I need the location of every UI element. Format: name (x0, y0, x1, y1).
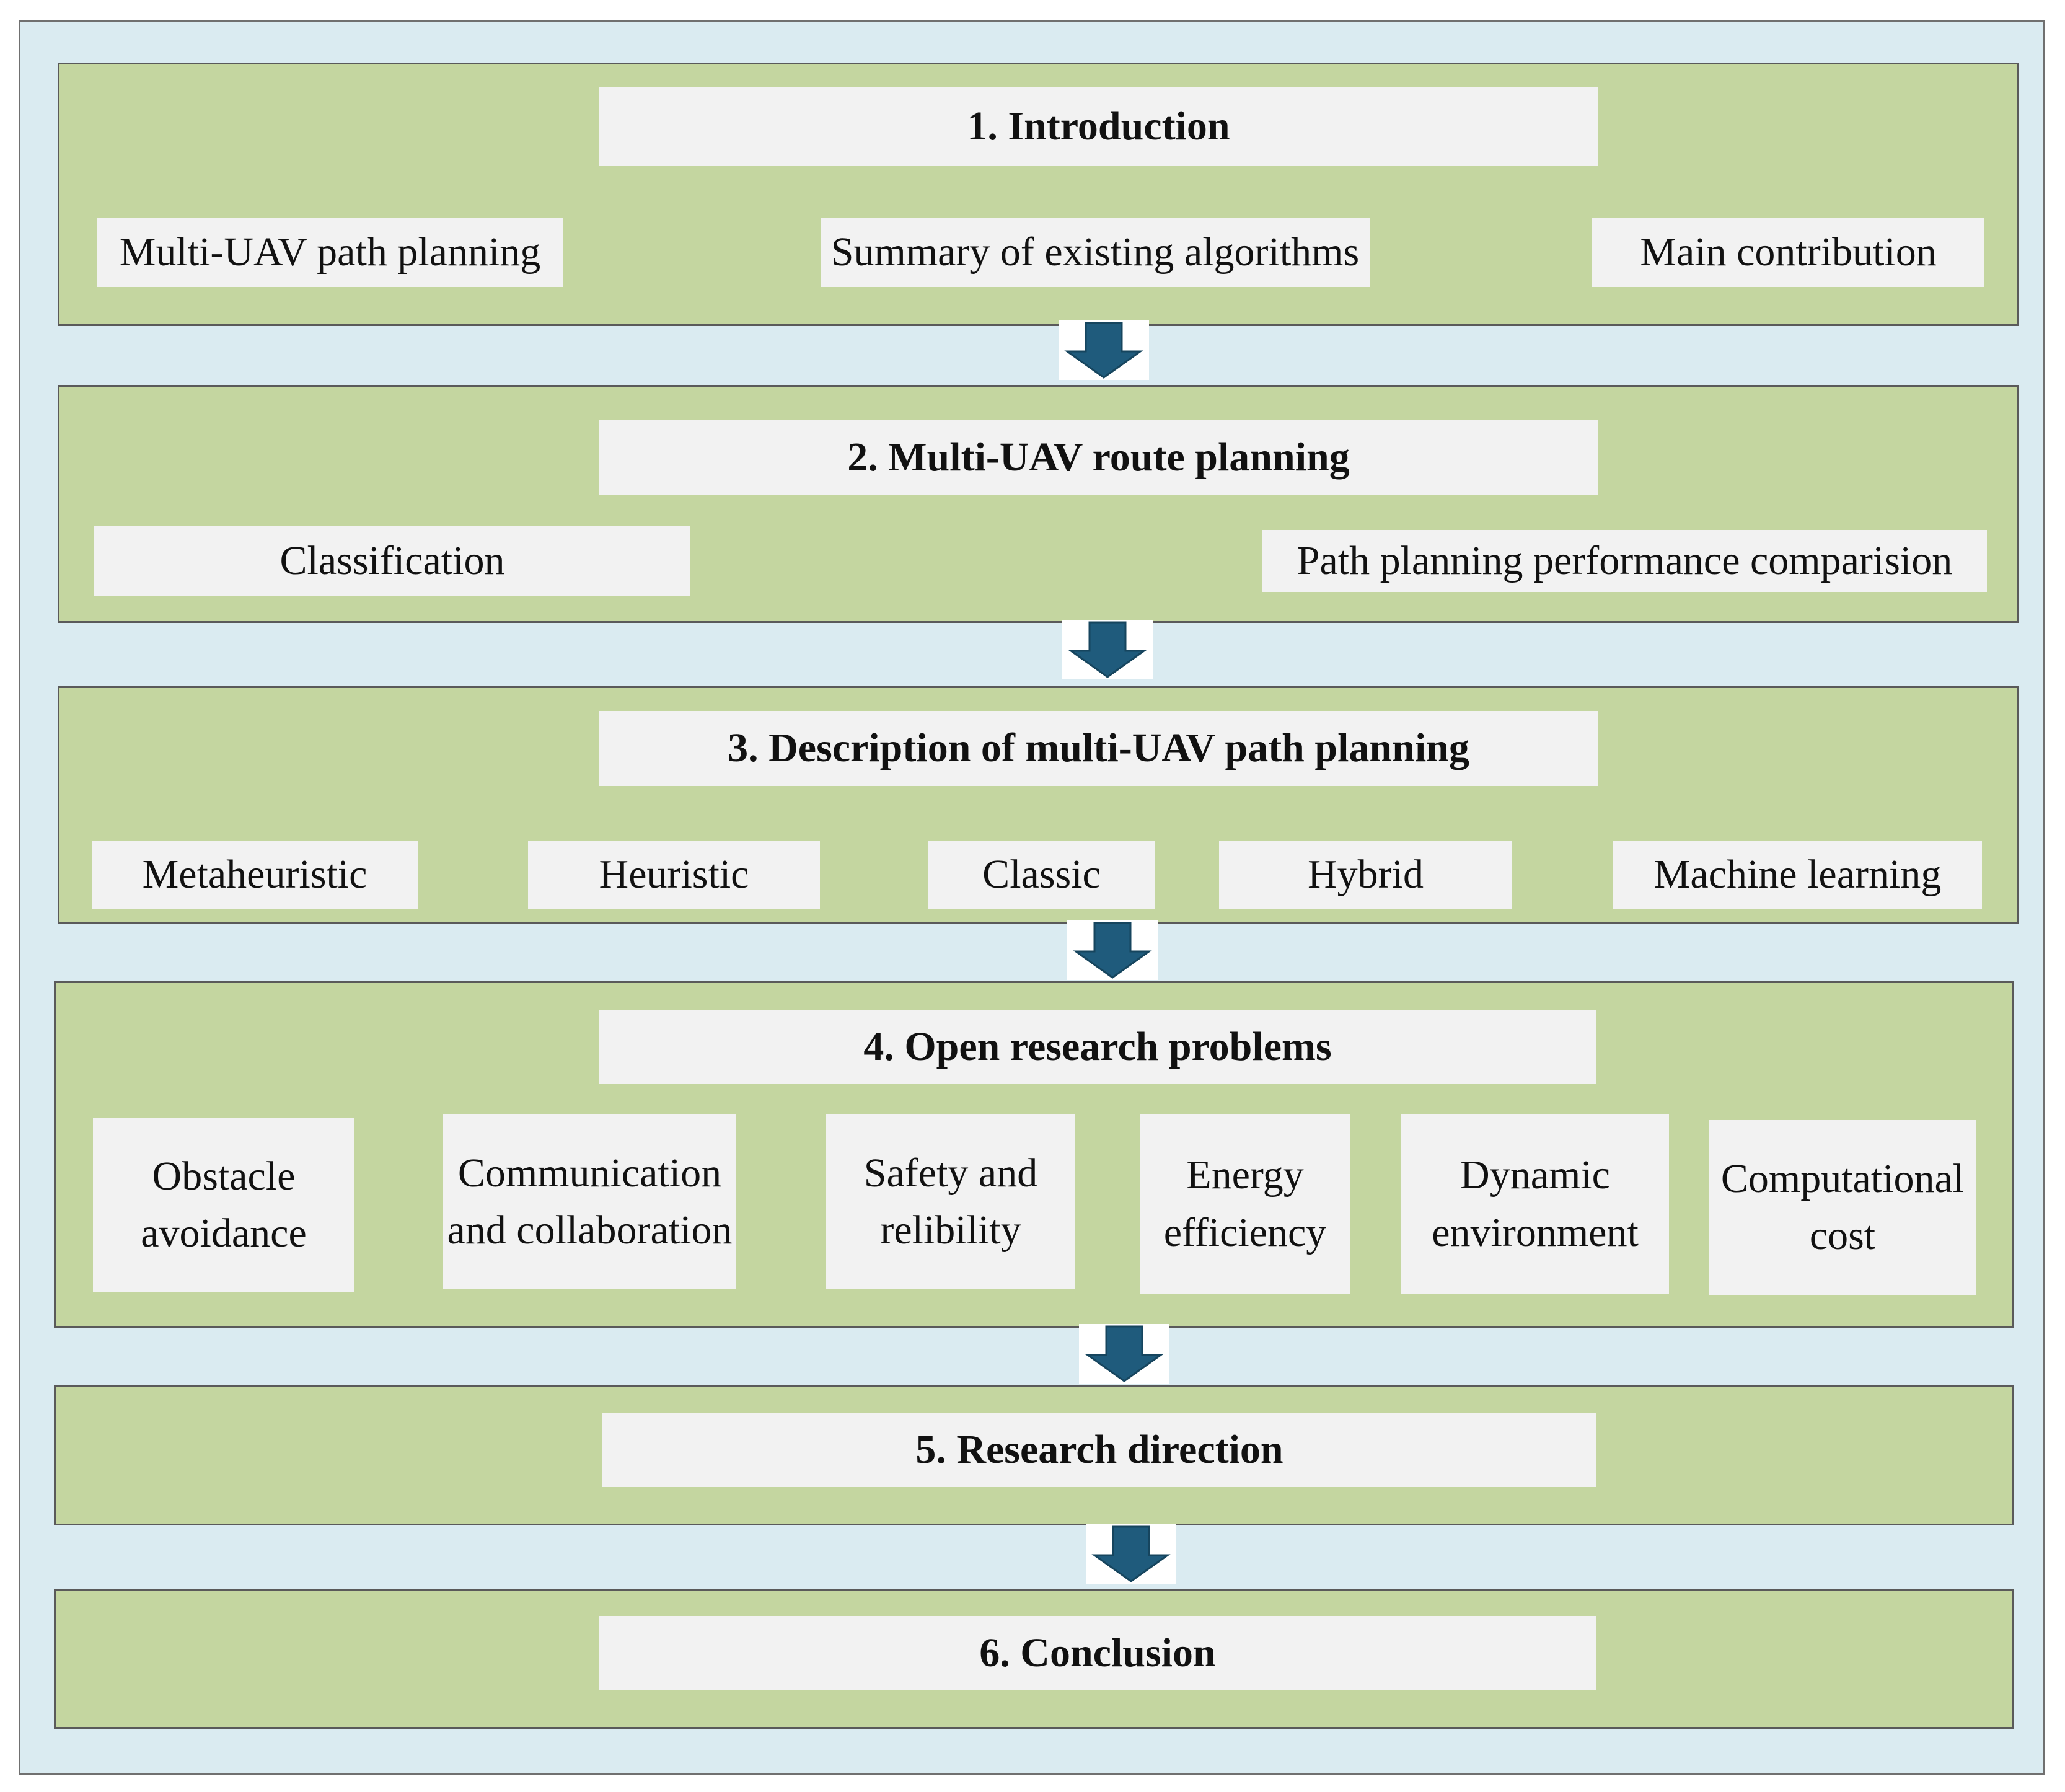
down-arrow-icon (1086, 1524, 1176, 1584)
item-classification: Classification (94, 526, 690, 596)
item-metaheuristic: Metaheuristic (92, 841, 418, 909)
item-obstacle-avoidance: Obstacle avoidance (93, 1118, 354, 1292)
item-safety-line1: Safety and (863, 1150, 1038, 1196)
section-title-route-planning: 2. Multi-UAV route planning (599, 420, 1598, 495)
item-communication-line2: and collaboration (447, 1207, 733, 1253)
item-dynamic-environment: Dynamic environment (1401, 1114, 1669, 1294)
item-communication-and-collaboration: Communication and collaboration (443, 1114, 736, 1289)
section-title-introduction: 1. Introduction (599, 87, 1598, 166)
down-arrow-icon (1067, 920, 1158, 980)
item-computational-line1: Computational (1720, 1155, 1965, 1201)
section-title-research-direction: 5. Research direction (602, 1413, 1596, 1487)
item-obstacle-avoidance-line2: avoidance (141, 1211, 307, 1256)
item-multi-uav-path-planning: Multi-UAV path planning (97, 218, 563, 287)
down-arrow-icon (1079, 1324, 1169, 1384)
down-arrow-icon (1062, 620, 1153, 679)
item-heuristic: Heuristic (528, 841, 820, 909)
item-communication-line1: Communication (457, 1150, 722, 1196)
item-energy-efficiency: Energy efficiency (1140, 1114, 1350, 1294)
item-computational-line2: cost (1809, 1213, 1876, 1258)
item-classic: Classic (928, 841, 1155, 909)
item-safety-line2: relibility (880, 1207, 1021, 1253)
item-hybrid: Hybrid (1219, 841, 1512, 909)
section-title-open-research-problems: 4. Open research problems (599, 1010, 1596, 1084)
item-obstacle-avoidance-line1: Obstacle (152, 1153, 296, 1199)
item-computational-cost: Computational cost (1709, 1120, 1976, 1295)
item-dynamic-line2: environment (1432, 1209, 1639, 1255)
item-dynamic-line1: Dynamic (1460, 1152, 1610, 1198)
item-safety-and-reliability: Safety and relibility (826, 1114, 1075, 1289)
item-main-contribution: Main contribution (1592, 218, 1984, 287)
item-path-planning-performance-comparision: Path planning performance comparision (1262, 530, 1987, 592)
item-energy-line1: Energy (1186, 1152, 1304, 1198)
item-energy-line2: efficiency (1163, 1209, 1327, 1255)
item-summary-of-existing-algorithms: Summary of existing algorithms (821, 218, 1370, 287)
section-title-description: 3. Description of multi-UAV path plannin… (599, 711, 1598, 786)
section-title-conclusion: 6. Conclusion (599, 1616, 1596, 1690)
down-arrow-icon (1059, 320, 1149, 380)
item-machine-learning: Machine learning (1613, 841, 1982, 909)
